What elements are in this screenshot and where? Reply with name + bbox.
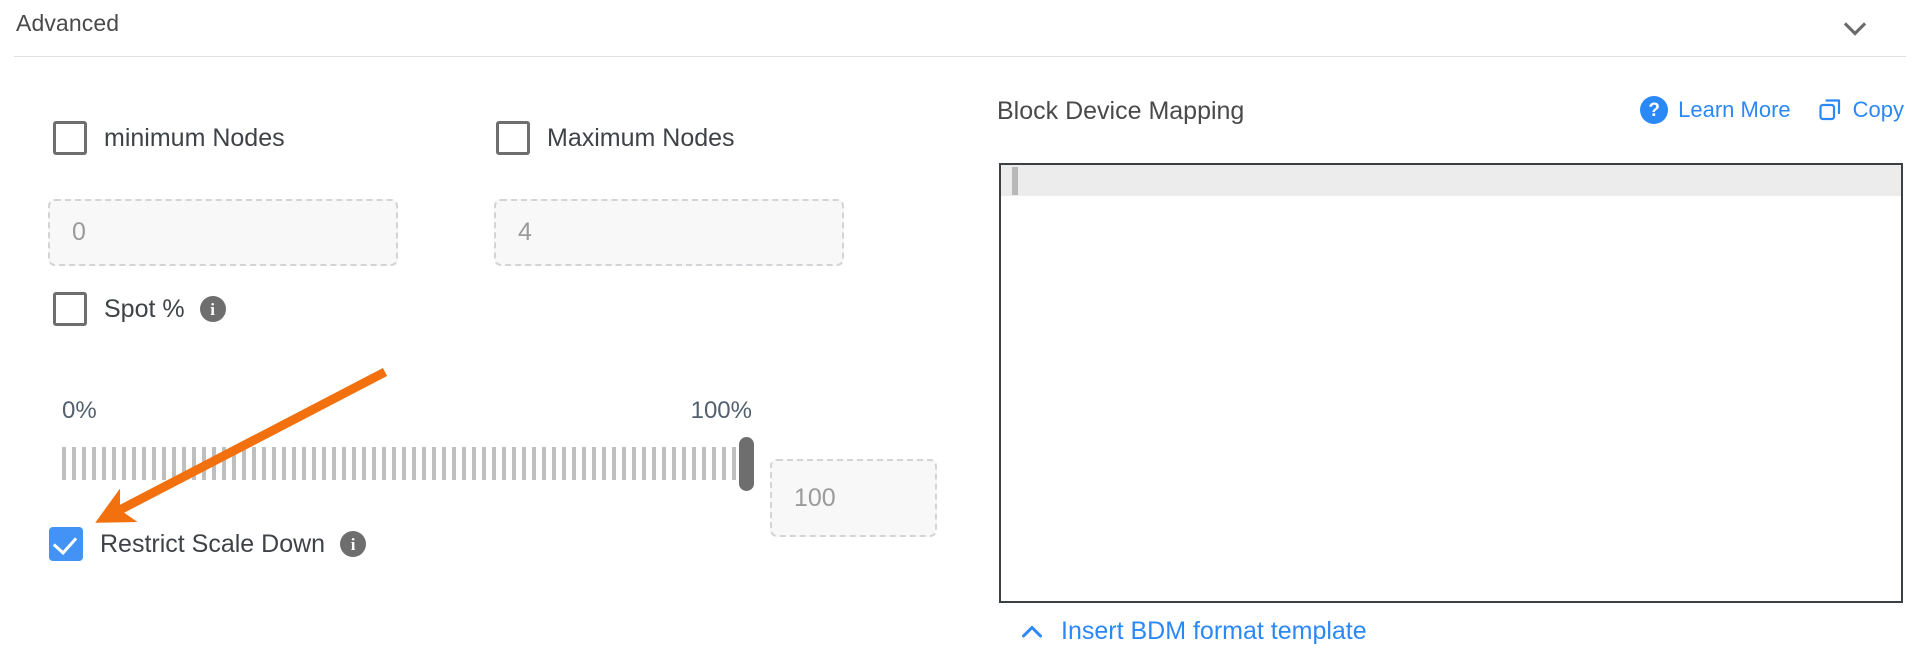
editor-text-caret: [1012, 167, 1018, 195]
header-divider: [14, 56, 1906, 57]
advanced-panel-header[interactable]: Advanced: [0, 0, 1920, 56]
spot-percent-slider[interactable]: 0% 100%: [62, 397, 754, 507]
min-nodes-input[interactable]: [48, 199, 398, 266]
spot-percent-info-icon[interactable]: i: [199, 296, 226, 322]
chevron-down-icon[interactable]: [1838, 12, 1872, 46]
learn-more-link[interactable]: ? Learn More: [1640, 96, 1791, 124]
insert-bdm-template-label: Insert BDM format template: [1061, 617, 1367, 645]
bdm-action-links: ? Learn More Copy: [1640, 96, 1904, 124]
slider-thumb[interactable]: [739, 437, 754, 491]
spot-percent-value-input[interactable]: [770, 459, 937, 537]
spot-percent-label: Spot %: [104, 294, 185, 323]
restrict-scale-down-checkbox[interactable]: [49, 527, 83, 561]
insert-bdm-template-link[interactable]: Insert BDM format template: [1019, 617, 1367, 646]
slider-max-label: 100%: [690, 397, 752, 424]
copy-label: Copy: [1852, 97, 1904, 122]
spot-percent-checkbox[interactable]: [53, 292, 87, 326]
slider-min-label: 0%: [62, 397, 97, 424]
max-nodes-checkbox[interactable]: [496, 121, 530, 155]
block-device-mapping-section: Block Device Mapping ? Learn More Copy: [997, 56, 1907, 656]
restrict-scale-down-row: Restrict Scale Down i: [49, 526, 367, 562]
editor-active-line-highlight: [1001, 165, 1901, 196]
chevron-up-icon: [1019, 619, 1045, 645]
slider-track-ticks[interactable]: [62, 447, 752, 480]
max-nodes-row: Maximum Nodes: [496, 120, 735, 156]
min-nodes-row: minimum Nodes: [53, 120, 285, 156]
min-nodes-checkbox[interactable]: [53, 121, 87, 155]
restrict-scale-down-info-icon[interactable]: i: [340, 531, 367, 557]
restrict-scale-down-label: Restrict Scale Down: [100, 529, 326, 558]
bdm-code-editor[interactable]: [999, 163, 1903, 603]
advanced-settings-left-column: minimum Nodes Maximum Nodes Spot % i 0% …: [0, 56, 960, 656]
max-nodes-label: Maximum Nodes: [547, 123, 735, 152]
learn-more-label: Learn More: [1678, 97, 1791, 122]
min-nodes-label: minimum Nodes: [104, 123, 285, 152]
copy-icon: [1817, 97, 1843, 123]
max-nodes-input[interactable]: [494, 199, 844, 266]
question-circle-icon: ?: [1640, 96, 1669, 124]
page-title: Advanced: [16, 10, 120, 36]
spot-percent-row: Spot % i: [53, 291, 226, 327]
bdm-section-title: Block Device Mapping: [997, 97, 1245, 125]
copy-button[interactable]: Copy: [1817, 97, 1904, 123]
